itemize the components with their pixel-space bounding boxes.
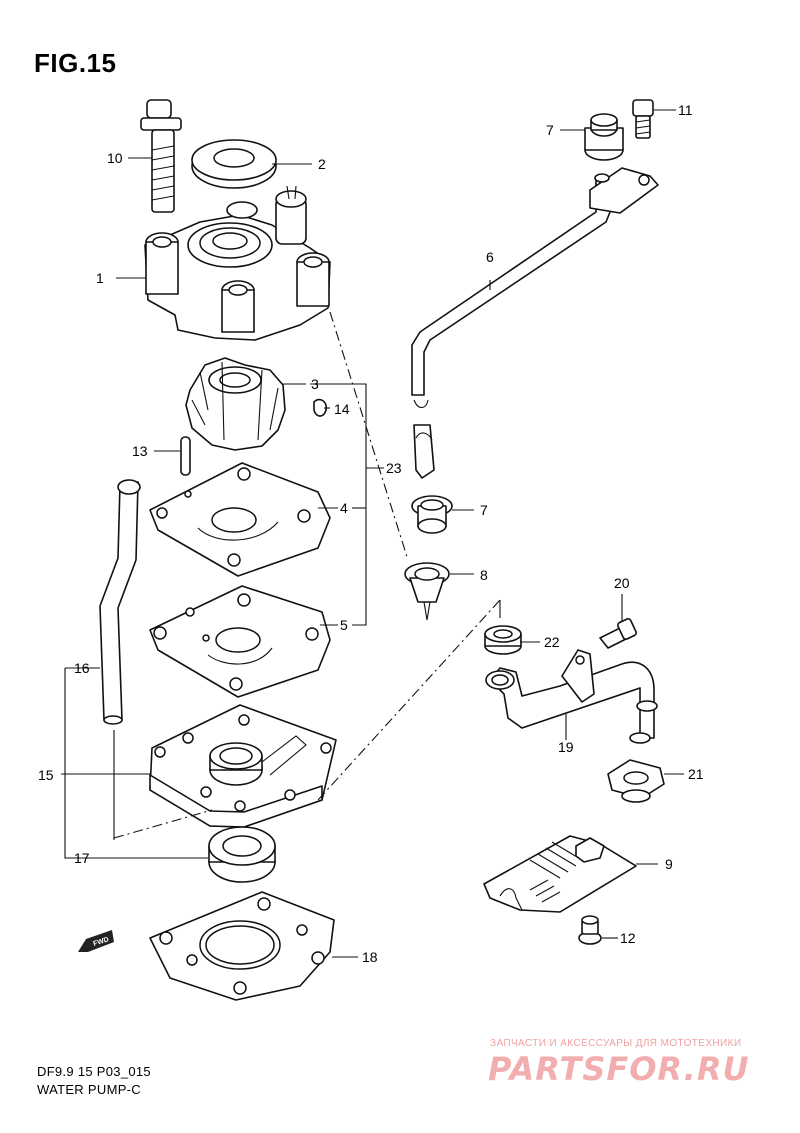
callout-8: 8 — [480, 567, 488, 583]
figure-title: FIG.15 — [34, 48, 117, 78]
callout-4: 4 — [340, 500, 348, 516]
callout-10: 10 — [107, 150, 123, 166]
plate-part-4 — [149, 462, 331, 577]
pipe-part-19 — [485, 649, 658, 744]
callout-23: 23 — [386, 460, 402, 476]
callout-18: 18 — [362, 949, 378, 965]
callout-9: 9 — [665, 856, 673, 872]
pipe-part-6 — [411, 167, 659, 479]
callout-3: 3 — [311, 376, 319, 392]
callout-22: 22 — [544, 634, 560, 650]
seal-part-17 — [208, 826, 276, 883]
fwd-arrow-icon: FWD — [78, 930, 114, 952]
lower-case-part-15 — [149, 704, 337, 828]
diagram-name: WATER PUMP-C — [37, 1082, 141, 1097]
grommet-part-7-mid — [411, 495, 453, 534]
gasket-part-18 — [149, 891, 335, 1001]
impeller-part-3 — [185, 357, 286, 451]
grommet-part-21 — [607, 759, 665, 803]
grommet-part-8 — [404, 562, 450, 621]
callout-5: 5 — [340, 617, 348, 633]
pin-part-13 — [180, 436, 191, 476]
callout-12: 12 — [620, 930, 636, 946]
callout-7-mid: 7 — [480, 502, 488, 518]
callout-15: 15 — [38, 767, 54, 783]
callout-6: 6 — [486, 249, 494, 265]
callout-16: 16 — [74, 660, 90, 676]
callout-7-top: 7 — [546, 122, 554, 138]
seal-part-2 — [191, 139, 277, 189]
screw-part-11 — [632, 99, 654, 139]
collar-part-22 — [484, 625, 522, 655]
diagram-code: DF9.9 15 P03_015 — [37, 1064, 151, 1079]
watermark-tagline: ЗАПЧАСТИ И АКСЕССУАРЫ ДЛЯ МОТОТЕХНИКИ — [490, 1038, 742, 1049]
gasket-part-5 — [149, 585, 331, 698]
key-part-14 — [313, 398, 328, 417]
callout-14: 14 — [334, 401, 350, 417]
callout-21: 21 — [688, 766, 704, 782]
screw-part-12 — [578, 915, 602, 945]
callout-17: 17 — [74, 850, 90, 866]
fwd-label: FWD — [92, 936, 109, 948]
callout-2: 2 — [318, 156, 326, 172]
tube-part-16 — [99, 479, 141, 725]
callout-13: 13 — [132, 443, 148, 459]
callout-20: 20 — [614, 575, 630, 591]
callout-1: 1 — [96, 270, 104, 286]
watermark-logo: PARTSFOR.RU — [488, 1050, 750, 1088]
pump-case-part-1 — [144, 185, 331, 341]
bolt-part-20 — [599, 618, 637, 649]
grommet-part-7-top — [584, 113, 624, 161]
bolt-part-10 — [140, 99, 182, 213]
callout-11: 11 — [678, 102, 693, 118]
callout-19: 19 — [558, 739, 574, 755]
plate-part-9 — [483, 835, 637, 913]
